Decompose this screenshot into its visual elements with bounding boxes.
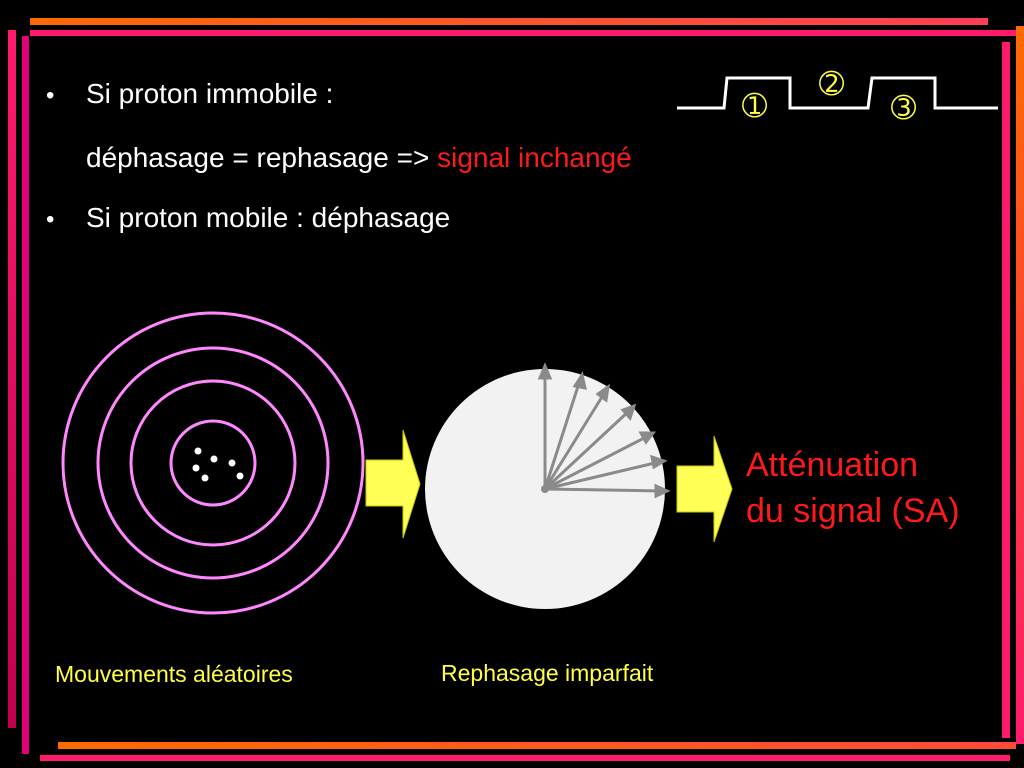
proton-dots — [192, 447, 244, 482]
ring-3 — [129, 379, 297, 547]
spin-vector-head — [620, 403, 637, 421]
proton-dot — [228, 459, 236, 467]
frame-top-orange — [30, 18, 988, 25]
step-1-icon: ➀ — [742, 89, 768, 124]
spin-vector-head — [595, 383, 611, 403]
bullet-proton-immobile: Si proton immobile : — [86, 78, 334, 109]
step-3-icon: ➂ — [891, 91, 917, 126]
caption-imperfect-rephasing: Rephasage imparfait — [441, 660, 654, 686]
random-motion-rings — [61, 311, 365, 615]
frame-left-inner — [22, 36, 29, 754]
spin-vector-head — [638, 431, 657, 445]
bullet-marker: • — [46, 82, 55, 109]
result-line-1: Atténuation — [746, 446, 919, 484]
block-arrow-icon — [676, 435, 733, 543]
spin-vector — [543, 379, 582, 490]
proton-dot — [210, 455, 218, 463]
bullet-proton-mobile: Si proton mobile : déphasage — [86, 202, 451, 233]
frame-right-outer — [1016, 26, 1024, 744]
proton-dot — [194, 447, 202, 455]
caption-random-motion: Mouvements aléatoires — [55, 661, 293, 687]
frame-right-inner — [1002, 42, 1010, 738]
line-dephasage-rephasage: déphasage = rephasage => signal inchangé — [86, 142, 632, 174]
block-arrow-icon — [365, 429, 421, 539]
spin-vector-head — [537, 362, 553, 380]
bullet-marker: • — [46, 206, 55, 233]
line-dephasage-text: déphasage = rephasage => — [86, 142, 438, 173]
frame-bottom-pink — [40, 755, 1010, 761]
frame-left-outer — [8, 30, 16, 728]
spin-vector — [544, 434, 649, 491]
spin-vector-head — [572, 371, 587, 390]
proton-dot — [236, 472, 244, 480]
signal-attenuation-label: Atténuation du signal (SA) — [746, 442, 960, 534]
spin-vector — [544, 460, 660, 491]
result-line-2: du signal (SA) — [746, 492, 960, 530]
ring-inner — [169, 419, 257, 507]
step-2-icon: ➁ — [819, 67, 845, 102]
sequence-waveform — [677, 76, 998, 110]
spin-vector — [543, 408, 632, 491]
spin-vectors — [537, 362, 671, 499]
signal-unchanged-text: signal inchangé — [437, 142, 632, 173]
proton-dot — [192, 464, 200, 472]
frame-top-pink — [30, 30, 1020, 36]
ring-outer — [61, 311, 365, 615]
spin-vector — [543, 391, 607, 490]
spin-vector-head — [650, 454, 668, 470]
vector-origin — [541, 485, 549, 493]
spin-vector-head — [654, 483, 671, 499]
spin-vector — [544, 487, 663, 493]
ring-2 — [96, 346, 330, 580]
proton-dot — [201, 474, 209, 482]
frame-bottom-orange — [58, 742, 1016, 749]
